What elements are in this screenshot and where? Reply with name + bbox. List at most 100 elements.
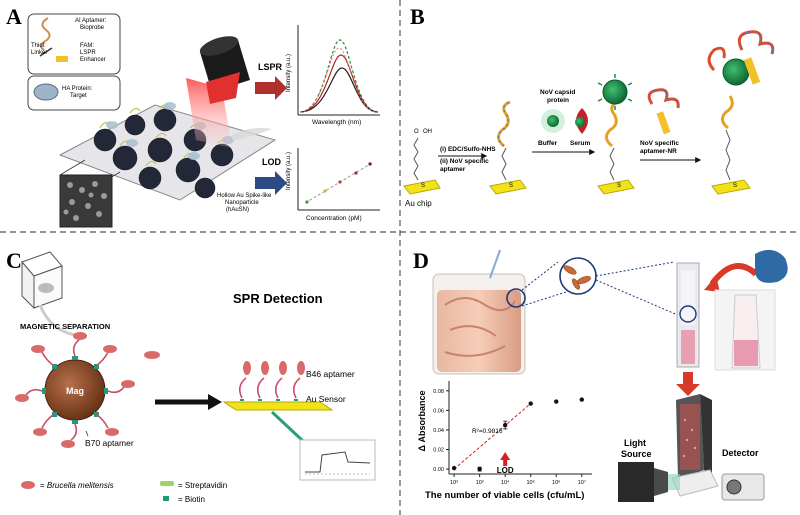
x-tick-label: 10⁷ [578,479,586,486]
data-point [579,397,584,402]
light-source [618,462,680,502]
au-sensor-label: Au Sensor [306,394,346,404]
light-source-label: Light [624,438,646,448]
hausn-nanoparticles [93,108,234,199]
capsid-icon-2 [575,117,585,127]
process-arrow-head [208,394,222,410]
lod-up-arrow [500,452,511,466]
y-tick-label: 0.06 [433,408,444,414]
serum-label: Serum [570,140,590,147]
x-tick-label: 10⁵ [527,479,535,486]
legend-fam-label-2: LSPR [80,50,96,56]
aptamer-strand-pattern [497,101,511,147]
b70-label: B70 aptamer [85,438,134,448]
au-chip-2: S [489,100,527,195]
panel-b: B O OH S Au chip (i) EDC/Sulfo-NHS (ii) … [403,4,775,208]
lod-plot: Intensity (a.u.) Concentration (pM) [286,148,380,222]
aptamer-nr-label-2: aptamer-NR [640,148,677,155]
mag-label: Mag [66,386,84,396]
zoom-guide [595,279,681,317]
step2-label-2: aptamer [440,166,466,173]
panel-c: C MAGNETIC SEPARATION SPR Detection Mag [6,248,376,504]
hausn-label: Hollow Au Spike-like [217,193,272,199]
laser-glow [232,127,272,141]
aptamer-nr-free [647,88,680,135]
legend-biotin-label: = Biotin [178,495,205,504]
lod-arrow [255,171,287,195]
beaker-sample [432,249,526,375]
y-ticks: 0.000.020.040.060.08 [433,389,449,473]
au-sensor [222,361,334,411]
panel-d: D [413,248,788,502]
panel-a-letter: A [6,4,22,29]
sample-zoom-circle [506,288,526,308]
hausn-label-2: Nanoparticle [225,200,259,206]
panel-a: A AI Aptamer: Bioprobe Thiol: Linker FAM… [6,4,380,228]
y-tick-label: 0.04 [433,428,444,434]
b46-aptamers [238,377,301,399]
free-brucella [144,351,160,359]
norovirus-particle [602,79,628,105]
panel-c-letter: C [6,248,22,273]
down-arrow [676,372,700,396]
data-point [528,401,533,406]
au-chip-4: S [707,30,775,195]
capsid-label-2: protein [547,97,569,104]
x-tick-label: 10² [450,480,458,486]
data-point [554,399,559,404]
inset-guide-line [59,159,86,176]
curved-red-arrow [709,263,759,286]
zoom-guide [595,261,675,277]
ha-protein-icon [33,83,59,101]
detector-label: Detector [722,448,759,458]
curved-arrow-head [704,276,720,292]
carbonyl-label: O [414,129,419,135]
objective-lens [199,36,250,104]
buffer-label: Buffer [538,140,558,147]
legend-ha-label: HA Protein: [62,86,93,92]
zoom-guide [521,291,567,307]
panel-c-legend: = Brucella melitensis = Streptavidin = B… [21,481,227,504]
s-label-3: S [617,183,621,189]
au-chip-3: S [597,74,635,195]
legend-thiol-label-2: Linker [31,50,47,56]
panel-a-ha-legend: HA Protein: Target [27,75,121,111]
aptamer-strand [497,100,511,148]
lod-ylabel: Intensity (a.u.) [286,152,292,190]
panel-a-legend: AI Aptamer: Bioprobe Thiol: Linker FAM: … [27,13,121,75]
brucella-cells [15,332,135,448]
magnetic-separation-title: MAGNETIC SEPARATION [20,322,110,331]
cuvette-photo [714,289,776,371]
detector [721,473,765,501]
y-tick-label: 0.08 [433,389,444,395]
spectrometer [671,394,719,497]
spr-sensorgram [299,439,376,481]
sem-particles [63,181,107,221]
panel-b-letter: B [410,4,425,29]
bacteria-zoom-circle [559,257,597,295]
lspr-plot: Intensity (a.u.) Wavelength (nm) [286,25,380,126]
r2-label: R²=0.9816 [472,428,503,435]
legend-fam-label-3: Enhancer [80,57,106,63]
fit-line [453,403,532,470]
y-tick-label: 0.00 [433,467,444,473]
lod-label-d: LOD [497,466,514,475]
x-tick-label: 10⁶ [552,479,560,486]
step2-label: (ii) NoV specific [440,158,489,165]
virus-spikes [597,74,633,110]
capsid-icon [547,115,559,127]
lod-marker: LOD [497,452,514,475]
light-source-label-2: Source [621,449,652,459]
step1-label: (i) EDC/Sulfo-NHS [440,146,496,153]
svg-text:= Brucella melitensis: = Brucella melitensis [40,481,114,490]
spr-detection-title: SPR Detection [233,291,323,306]
x-axis-label: The number of viable cells (cfu/mL) [425,490,584,501]
b46-label: B46 aptamer [306,369,355,379]
data-point [477,466,482,472]
lspr-xlabel: Wavelength (nm) [312,119,361,126]
b70-aptamers [25,339,125,441]
data-point [451,465,457,471]
panel-d-letter: D [413,248,429,273]
